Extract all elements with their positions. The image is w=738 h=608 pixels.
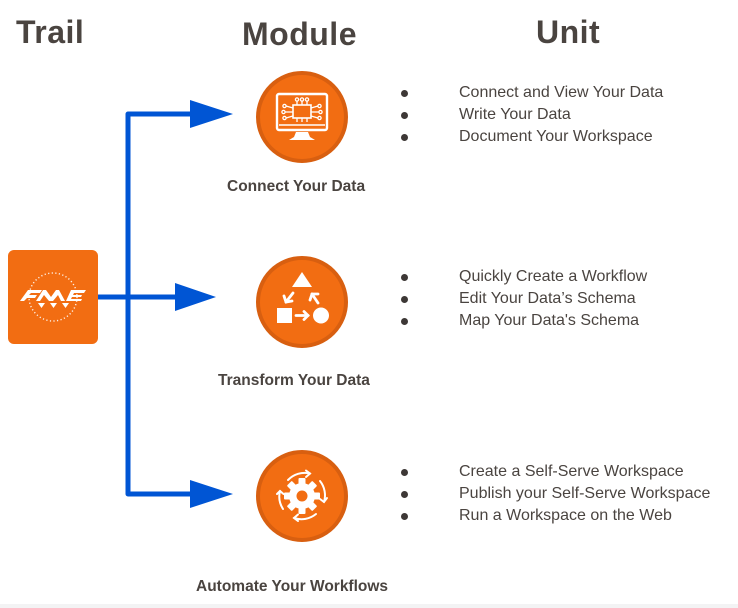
shapes-transform-icon xyxy=(277,272,329,324)
unit-item-label: Run a Workspace on the Web xyxy=(459,507,672,524)
computer-circuit-icon xyxy=(275,92,329,140)
bullet-icon xyxy=(401,513,408,520)
module-label-automate-workflows[interactable]: Automate Your Workflows xyxy=(196,578,389,595)
module-connect-data-icon-button[interactable] xyxy=(256,71,348,163)
module-automate-workflows-icon-button[interactable] xyxy=(256,450,348,542)
unit-item-label: Edit Your Data’s Schema xyxy=(459,290,636,307)
unit-item[interactable]: Create a Self-Serve Workspace xyxy=(398,461,710,483)
trail-heading: Trail xyxy=(16,14,85,50)
unit-item[interactable]: Run a Workspace on the Web xyxy=(398,505,710,527)
unit-item[interactable]: Connect and View Your Data xyxy=(398,82,663,104)
unit-heading: Unit xyxy=(536,14,601,50)
bullet-icon xyxy=(401,469,408,476)
module-label-transform-data[interactable]: Transform Your Data xyxy=(218,372,370,389)
unit-item-label: Publish your Self-Serve Workspace xyxy=(459,485,711,502)
gear-cycle-icon xyxy=(276,469,328,522)
unit-item[interactable]: Quickly Create a Workflow xyxy=(398,266,647,288)
unit-item[interactable]: Document Your Workspace xyxy=(398,126,663,148)
trail-fme-logo[interactable] xyxy=(8,250,98,344)
unit-item-label: Quickly Create a Workflow xyxy=(459,268,648,285)
bullet-icon xyxy=(401,112,408,119)
bullet-icon xyxy=(401,318,408,325)
unit-item-label: Connect and View Your Data xyxy=(459,84,664,101)
bottom-divider xyxy=(0,604,738,608)
bullet-icon xyxy=(401,134,408,141)
arrow-head-top xyxy=(190,100,233,128)
unit-item-label: Write Your Data xyxy=(459,106,571,123)
unit-item-label: Document Your Workspace xyxy=(459,128,653,145)
bullet-icon xyxy=(401,90,408,97)
unit-list-transform-data: Quickly Create a Workflow Edit Your Data… xyxy=(398,266,647,332)
unit-item-label: Create a Self-Serve Workspace xyxy=(459,463,684,480)
fme-logo-icon xyxy=(20,272,86,322)
module-heading: Module xyxy=(242,16,357,52)
bullet-icon xyxy=(401,491,408,498)
trunk-line xyxy=(125,111,190,497)
bullet-icon xyxy=(401,296,408,303)
arrow-head-middle xyxy=(175,283,216,311)
unit-item[interactable]: Publish your Self-Serve Workspace xyxy=(398,483,710,505)
unit-item[interactable]: Write Your Data xyxy=(398,104,663,126)
unit-list-automate-workflows: Create a Self-Serve Workspace Publish yo… xyxy=(398,461,710,527)
unit-item[interactable]: Edit Your Data’s Schema xyxy=(398,288,647,310)
bullet-icon xyxy=(401,274,408,281)
unit-item-label: Map Your Data's Schema xyxy=(459,312,640,329)
arrow-head-bottom xyxy=(190,480,233,508)
unit-list-connect-data: Connect and View Your Data Write Your Da… xyxy=(398,82,663,148)
module-label-connect-data[interactable]: Connect Your Data xyxy=(227,178,366,195)
unit-item[interactable]: Map Your Data's Schema xyxy=(398,310,647,332)
module-transform-data-icon-button[interactable] xyxy=(256,256,348,348)
